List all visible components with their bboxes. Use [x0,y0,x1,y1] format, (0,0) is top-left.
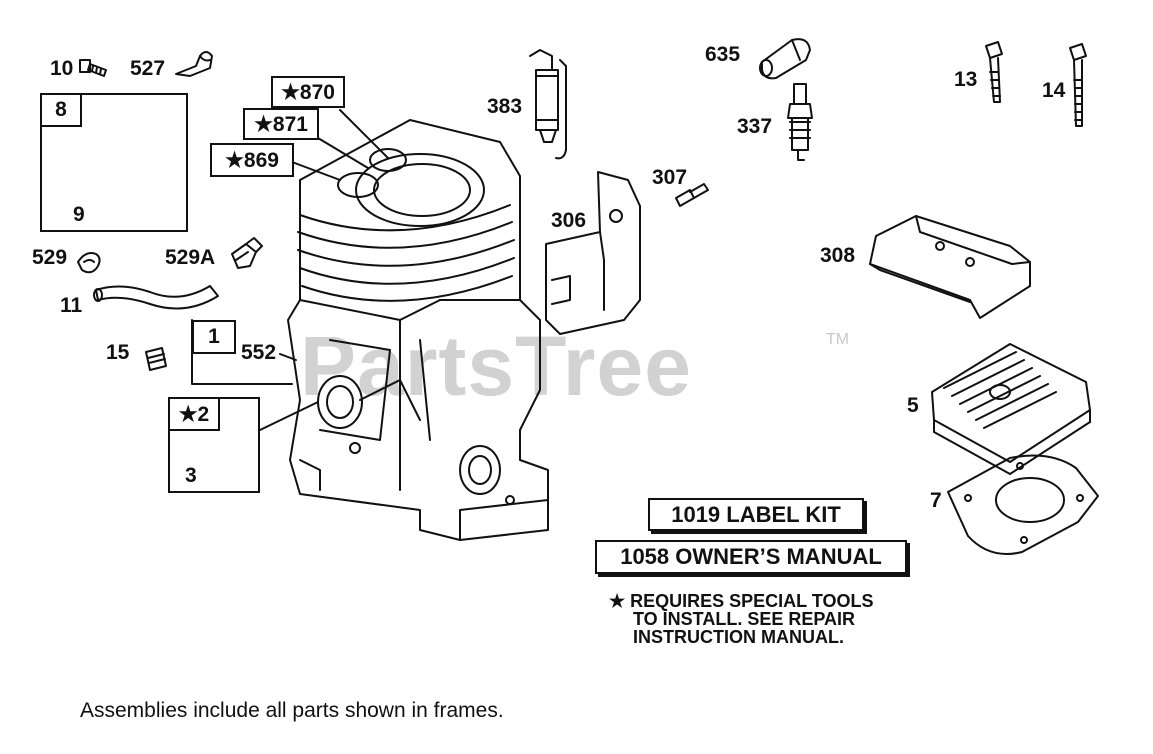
owners-manual-1058[interactable]: 1058 OWNER’S MANUAL [595,540,907,574]
label-kit-1019[interactable]: 1019 LABEL KIT [648,498,864,531]
label-14[interactable]: 14 [1042,79,1066,102]
label-10[interactable]: 10 [50,57,74,80]
label-871[interactable]: ★871 [243,108,319,140]
plug-15-drawing [145,347,167,371]
label-5[interactable]: 5 [907,394,919,417]
label-529[interactable]: 529 [32,246,68,269]
label-383[interactable]: 383 [487,95,523,118]
label-8[interactable]: 8 [40,93,82,127]
leader-871 [317,137,369,169]
grommet-529-drawing [77,252,101,274]
label-2[interactable]: ★2 [168,397,220,431]
leader-870 [339,109,389,159]
label-527[interactable]: 527 [130,57,166,80]
bolt-13-drawing [985,41,1003,103]
bolt-14-drawing [1069,43,1087,127]
label-11[interactable]: 11 [60,294,83,317]
label-15[interactable]: 15 [106,341,130,364]
head-gasket-7-drawing [947,454,1099,555]
spark-plug-337-drawing [787,83,813,161]
watermark-trademark: TM [826,331,850,348]
label-307[interactable]: 307 [652,166,688,189]
clip-527-drawing [175,51,213,77]
label-306[interactable]: 306 [551,209,587,232]
special-tools-note-line-2: TO INSTALL. SEE REPAIR [633,609,856,629]
deflector-308-drawing [869,215,1031,319]
special-tools-note-line-1: ★ REQUIRES SPECIAL TOOLS [609,591,874,611]
label-529a[interactable]: 529A [165,246,216,269]
label-3[interactable]: 3 [185,464,197,487]
screw-307-drawing [675,183,709,207]
leader-2 [259,401,319,431]
label-635[interactable]: 635 [705,43,741,66]
plug-boot-635-drawing [759,38,811,80]
screw-10-drawing [79,59,107,77]
label-13[interactable]: 13 [954,68,978,91]
cylinder-block-drawing [287,119,549,541]
label-7[interactable]: 7 [930,489,942,512]
label-1[interactable]: 1 [192,320,236,354]
assemblies-footnote: Assemblies include all parts shown in fr… [80,699,504,722]
armature-383-drawing [529,49,567,160]
label-552[interactable]: 552 [241,341,277,364]
leader-869 [291,161,341,181]
hose-11-drawing [93,285,219,310]
label-870[interactable]: ★870 [271,76,345,108]
special-tools-note-line-3: INSTRUCTION MANUAL. [633,627,844,647]
elbow-529a-drawing [231,237,263,269]
cylinder-head-5-drawing [931,343,1091,475]
label-869[interactable]: ★869 [210,143,294,177]
label-308[interactable]: 308 [820,244,856,267]
label-337[interactable]: 337 [737,115,773,138]
shield-306-drawing [545,171,641,335]
label-9[interactable]: 9 [73,203,85,226]
